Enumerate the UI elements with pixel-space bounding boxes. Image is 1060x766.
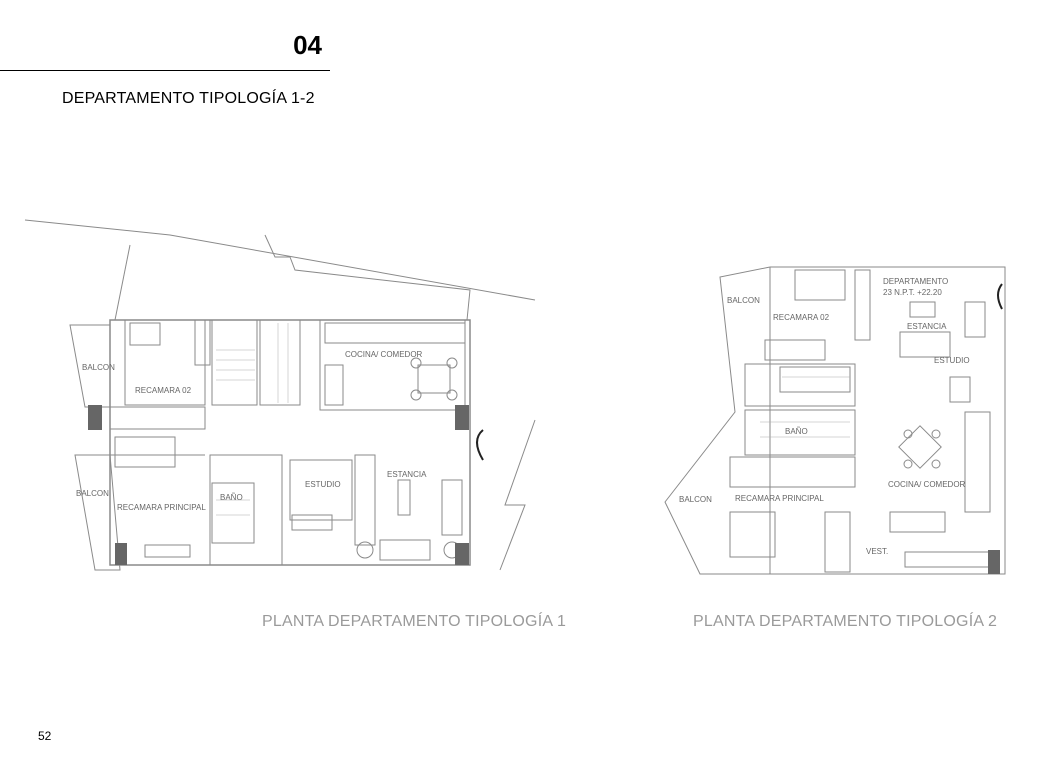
header-rule bbox=[0, 70, 330, 71]
p2-npt: 23 N.P.T. +22.20 bbox=[883, 288, 942, 297]
p1-balcon-bottom: BALCON bbox=[76, 489, 109, 498]
p2-vest: VEST. bbox=[866, 547, 888, 556]
p2-departamento: DEPARTAMENTO bbox=[883, 277, 948, 286]
p1-estancia: ESTANCIA bbox=[387, 470, 427, 479]
section-number: 04 bbox=[293, 30, 322, 60]
p2-recamara02: RECAMARA 02 bbox=[773, 313, 830, 322]
page-number: 52 bbox=[38, 729, 52, 743]
section-subtitle: DEPARTAMENTO TIPOLOGÍA 1-2 bbox=[62, 90, 315, 107]
p2-balcon-top: BALCON bbox=[727, 296, 760, 305]
p2-estudio: ESTUDIO bbox=[934, 356, 970, 365]
p2-balcon-bottom: BALCON bbox=[679, 495, 712, 504]
p1-recamara02: RECAMARA 02 bbox=[135, 386, 192, 395]
p1-balcon-top: BALCON bbox=[82, 363, 115, 372]
p2-bano: BAÑO bbox=[785, 427, 808, 436]
caption-tipologia-1: PLANTA DEPARTAMENTO TIPOLOGÍA 1 bbox=[262, 613, 567, 630]
p1-bano: BAÑO bbox=[220, 493, 243, 502]
caption-tipologia-2: PLANTA DEPARTAMENTO TIPOLOGÍA 2 bbox=[693, 613, 998, 630]
p2-recamara-principal: RECAMARA PRINCIPAL bbox=[735, 494, 824, 503]
floor-plan-tipologia-1: BALCON RECAMARA 02 COCINA/ COMEDOR BALCO… bbox=[20, 215, 545, 585]
p2-estancia: ESTANCIA bbox=[907, 322, 947, 331]
floor-plan-tipologia-2: BALCON RECAMARA 02 DEPARTAMENTO 23 N.P.T… bbox=[660, 262, 1015, 582]
p1-recamara-principal: RECAMARA PRINCIPAL bbox=[117, 503, 206, 512]
p1-estudio: ESTUDIO bbox=[305, 480, 341, 489]
p2-cocina: COCINA/ COMEDOR bbox=[888, 480, 966, 489]
p1-cocina: COCINA/ COMEDOR bbox=[345, 350, 423, 359]
